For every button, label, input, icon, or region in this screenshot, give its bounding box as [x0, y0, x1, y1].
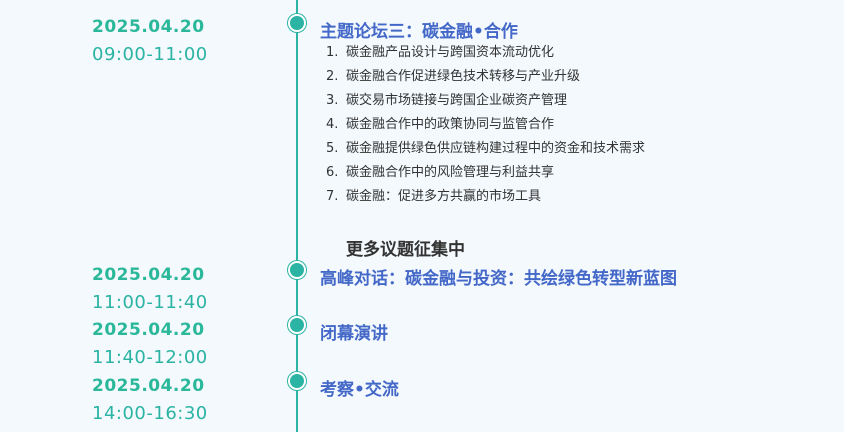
session-title: 主题论坛三：碳金融•合作 — [320, 22, 518, 42]
list-item: 5.碳金融提供绿色供应链构建过程中的资金和技术需求 — [326, 141, 646, 156]
timeline-dot — [288, 372, 306, 390]
session-time: 14:00-16:30 — [92, 403, 208, 424]
session-date: 2025.04.20 — [92, 376, 205, 396]
session-date: 2025.04.20 — [92, 265, 205, 285]
session-title: 高峰对话：碳金融与投资：共绘绿色转型新蓝图 — [320, 269, 677, 289]
list-item: 7.碳金融：促进多方共赢的市场工具 — [326, 189, 542, 204]
session-topic-list: 1.碳金融产品设计与跨国资本流动优化 2.碳金融合作促进绿色技术转移与产业升级 … — [326, 44, 645, 212]
timeline-dot — [288, 316, 306, 334]
list-item: 1.碳金融产品设计与跨国资本流动优化 — [326, 45, 555, 60]
list-item: 3.碳交易市场链接与跨国企业碳资产管理 — [326, 93, 568, 108]
session-date: 2025.04.20 — [92, 320, 205, 340]
list-item: 6.碳金融合作中的风险管理与利益共享 — [326, 165, 555, 180]
more-topics-heading: 更多议题征集中 — [346, 240, 465, 260]
session-time: 09:00-11:00 — [92, 44, 208, 65]
timeline-line — [296, 0, 298, 432]
session-title: 考察•交流 — [320, 380, 399, 400]
session-title: 闭幕演讲 — [320, 324, 388, 344]
session-time: 11:00-11:40 — [92, 292, 208, 313]
timeline-dot — [288, 261, 306, 279]
timeline-dot — [288, 14, 306, 32]
session-time: 11:40-12:00 — [92, 347, 208, 368]
list-item: 4.碳金融合作中的政策协同与监管合作 — [326, 117, 555, 132]
list-item: 2.碳金融合作促进绿色技术转移与产业升级 — [326, 69, 581, 84]
session-date: 2025.04.20 — [92, 17, 205, 37]
